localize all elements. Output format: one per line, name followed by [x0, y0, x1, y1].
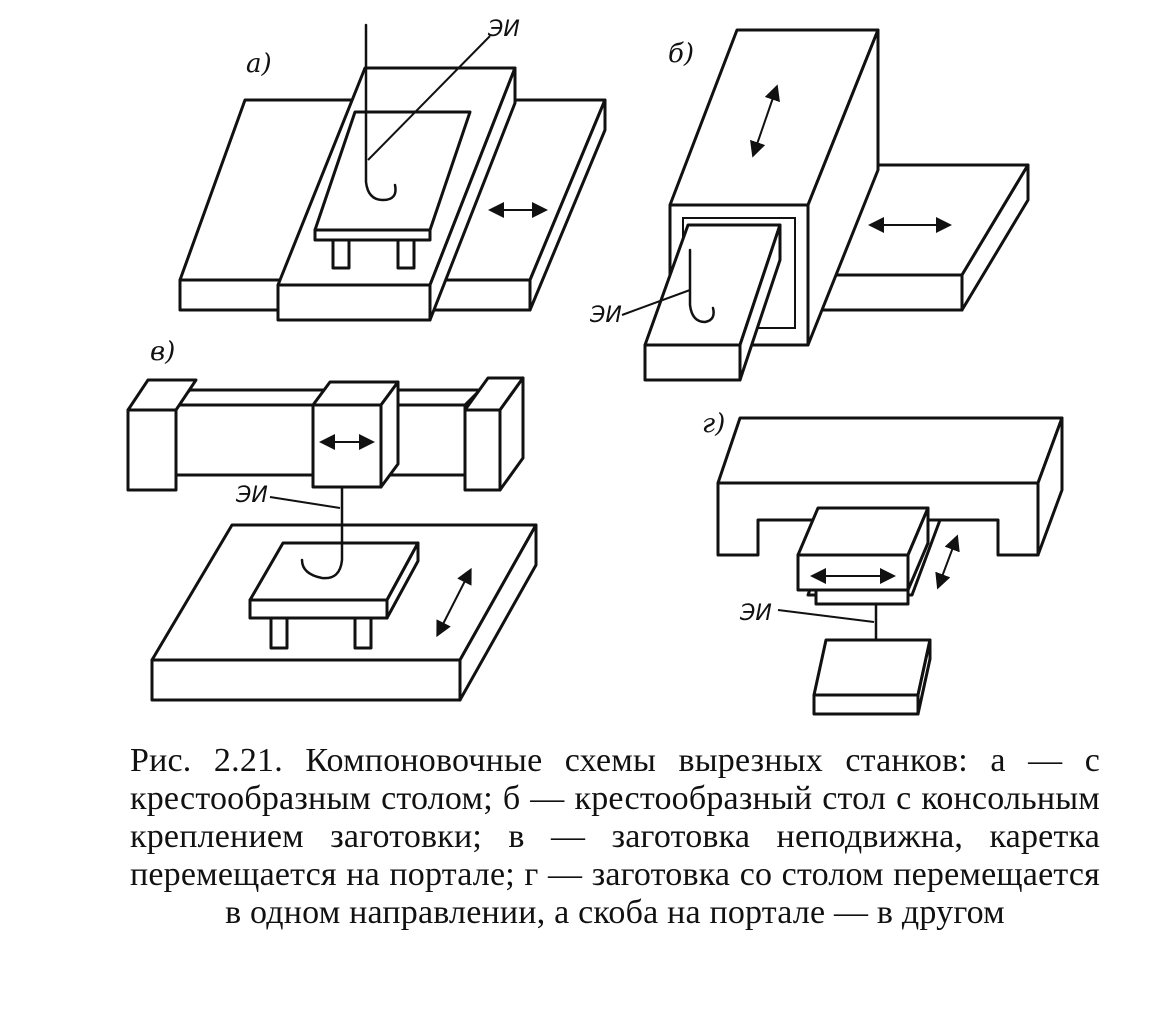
panel-d-label: г): [702, 409, 725, 439]
carriage-front: [311, 403, 383, 489]
workpiece-front: [248, 598, 389, 620]
panel-c: в) ЭИ: [126, 337, 538, 702]
carriage-side: [906, 506, 930, 592]
panel-b: б) ЭИ: [589, 28, 1030, 382]
cross-table-side: [428, 66, 517, 322]
bracket-plate: [814, 588, 910, 606]
wire-label-d: ЭИ: [739, 601, 772, 626]
wire-electrode: [688, 248, 715, 324]
carriage-front: [796, 553, 910, 592]
bridge-top: [716, 416, 1064, 485]
cross-table-front: [276, 283, 432, 322]
base-side: [458, 523, 538, 702]
y-motion-arrow-icon: [935, 534, 960, 590]
workpiece-side: [916, 638, 932, 716]
right-post-side: [498, 376, 525, 492]
base-side: [528, 98, 607, 312]
panel-a-label: а): [246, 49, 272, 79]
machine-layout-diagrams: а) ЭИ б) ЭИ: [126, 17, 1064, 716]
cantilever-front: [643, 343, 742, 382]
left-post-front: [126, 408, 178, 492]
wire-label-c: ЭИ: [235, 483, 268, 508]
support-left: [331, 238, 351, 270]
right-post-front: [463, 408, 502, 492]
workpiece-front: [313, 228, 432, 242]
wire-label-a: ЭИ: [487, 17, 520, 42]
workpiece-top: [812, 638, 932, 697]
y-motion-arrow-icon: [436, 567, 472, 638]
carriage-side: [379, 380, 400, 489]
panel-a: а) ЭИ: [178, 17, 607, 322]
wire-electrode: [300, 485, 344, 580]
base-front: [150, 658, 462, 702]
column-side: [806, 28, 880, 347]
panel-c-label: в): [150, 337, 175, 367]
wire-label-b: ЭИ: [589, 303, 622, 328]
panel-d: г) ЭИ: [702, 409, 1064, 716]
bridge-side: [1036, 416, 1064, 557]
support-left: [269, 616, 289, 650]
panel-b-label: б): [668, 39, 694, 69]
cantilever-side: [738, 223, 782, 382]
figure-caption: Рис. 2.21. Компоновочные схемы вырезных …: [130, 742, 1100, 931]
wire-electrode: [364, 23, 397, 202]
base-side: [960, 163, 1030, 312]
workpiece-side: [385, 541, 420, 620]
carriage-top: [796, 506, 930, 557]
support-right: [396, 238, 416, 270]
support-right: [353, 616, 373, 650]
y-motion-arrow-icon: [750, 84, 780, 158]
workpiece-front: [812, 693, 920, 716]
